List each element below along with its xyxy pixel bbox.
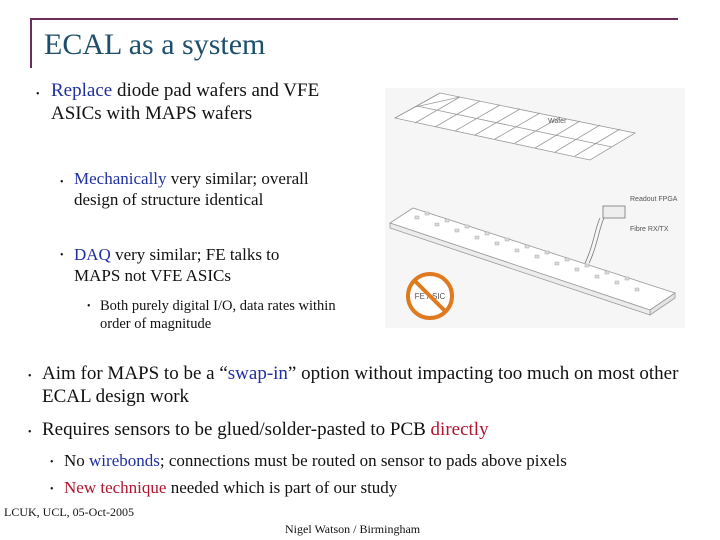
bullet-swap-in-pre: Aim for MAPS to be a “	[42, 363, 228, 384]
title-frame-left-rule	[30, 18, 32, 68]
bullet-mechanically: Mechanically very similar; overall desig…	[74, 168, 324, 210]
figure-label-fibre: Fibre RX/TX	[630, 226, 669, 233]
bullet-requires-highlight: directly	[430, 419, 489, 440]
bullet-wirebonds-pre: No	[64, 451, 90, 470]
bullet-wirebonds-post: ; connections must be routed on sensor t…	[159, 451, 567, 470]
bullet-marker: •	[87, 301, 91, 312]
figure-label-fpga: Readout FPGA	[630, 196, 678, 203]
bullet-replace-text: diode pad wafers and VFE ASICs with MAPS…	[51, 80, 320, 124]
bullet-mechanically-text: very similar; overall design of structur…	[74, 169, 309, 209]
no-symbol-icon: FE ASIC	[406, 272, 454, 320]
bullet-daq: DAQ very similar; FE talks to MAPS not V…	[74, 244, 329, 286]
readout-cables	[584, 205, 626, 264]
bullet-marker: •	[28, 371, 32, 382]
bullet-marker: •	[60, 177, 64, 188]
wafer-strip	[393, 92, 637, 161]
bullet-daq-highlight: DAQ	[74, 245, 111, 264]
bullet-wirebonds-highlight: wirebonds	[89, 451, 160, 470]
bullet-new-technique-post: needed which is part of our study	[166, 478, 398, 497]
bullet-requires-pre: Requires sensors to be glued/solder-past…	[42, 419, 431, 440]
figure-label-wafer: Wafer	[548, 118, 567, 125]
bullet-daq-text: very similar; FE talks to MAPS not VFE A…	[74, 245, 280, 285]
bullet-replace: Replace diode pad wafers and VFE ASICs w…	[51, 79, 351, 125]
bullet-swap-in-post: ” option without impacting too much on m…	[42, 363, 679, 407]
bullet-swap-in-highlight: swap-in	[227, 363, 288, 384]
bullet-marker: •	[28, 427, 32, 438]
title-frame-top-rule	[30, 18, 678, 20]
bullet-replace-highlight: Replace	[51, 80, 113, 101]
pcb-slab	[389, 207, 676, 316]
bullet-marker: •	[36, 89, 40, 100]
bullet-swap-in: Aim for MAPS to be a “swap-in” option wi…	[42, 362, 702, 408]
slide-title: ECAL as a system	[44, 28, 266, 61]
bullet-marker: •	[60, 250, 64, 261]
pcb-pads	[414, 211, 640, 292]
bullet-requires: Requires sensors to be glued/solder-past…	[42, 418, 702, 441]
bullet-new-technique: New technique needed which is part of ou…	[64, 477, 704, 498]
bullet-new-technique-highlight: New technique	[64, 478, 167, 497]
bullet-wirebonds: No wirebonds; connections must be routed…	[64, 450, 704, 471]
bullet-marker: •	[50, 457, 54, 468]
ecal-structure-figure: Wafer Readout FPGA Fibre RX/TX FE ASIC	[385, 88, 685, 328]
bullet-mechanically-highlight: Mechanically	[74, 169, 167, 188]
footer-author: Nigel Watson / Birmingham	[285, 522, 421, 536]
bullet-digital-io: Both purely digital I/O, data rates with…	[100, 298, 336, 332]
footer-venue-date: LCUK, UCL, 05-Oct-2005	[4, 505, 134, 519]
bullet-marker: •	[50, 484, 54, 495]
